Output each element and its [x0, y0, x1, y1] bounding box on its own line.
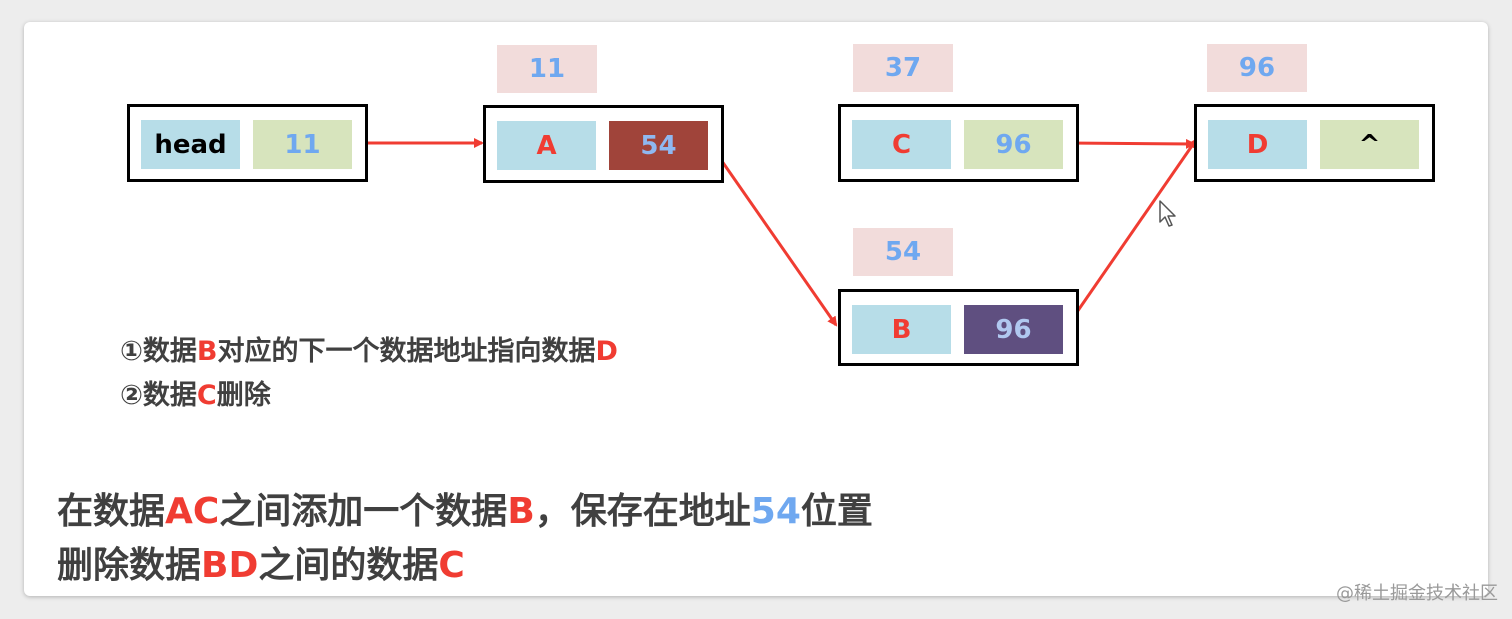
- summary-1-addr: 54: [750, 491, 801, 532]
- node-head: head 11: [127, 104, 368, 182]
- node-d: D ^: [1194, 104, 1435, 182]
- address-a: 11: [497, 45, 597, 93]
- step-2-prefix: ②数据: [120, 380, 197, 411]
- node-c-data: C: [852, 120, 951, 169]
- summary-2-bd: BD: [201, 545, 259, 586]
- step-2-note: ②数据C删除: [120, 373, 271, 412]
- node-a: A 54: [483, 105, 724, 183]
- address-b: 54: [853, 228, 953, 276]
- step-2-c: C: [196, 380, 217, 411]
- summary-2-c: C: [438, 545, 465, 586]
- step-1-d: D: [595, 336, 618, 367]
- node-d-data: D: [1208, 120, 1307, 169]
- summary-1-p1: 在数据: [57, 491, 166, 532]
- summary-1-p4: 位置: [800, 491, 873, 532]
- node-c-pointer: 96: [964, 120, 1063, 169]
- node-head-pointer: 11: [253, 120, 352, 169]
- address-d: 96: [1207, 44, 1307, 92]
- node-c: C 96: [838, 104, 1079, 182]
- node-b-pointer: 96: [964, 305, 1063, 354]
- node-b-data: B: [852, 305, 951, 354]
- summary-2-p1: 删除数据: [57, 545, 202, 586]
- address-c: 37: [853, 44, 953, 92]
- summary-line-1: 在数据AC之间添加一个数据B，保存在地址54位置: [57, 482, 873, 534]
- summary-line-2: 删除数据BD之间的数据C: [57, 536, 465, 588]
- node-head-data: head: [141, 120, 240, 169]
- summary-1-p2: 之间添加一个数据: [219, 491, 508, 532]
- step-1-prefix: ①数据: [120, 336, 197, 367]
- arrow-c-to-d: [1065, 138, 1196, 149]
- summary-1-b: B: [507, 491, 535, 532]
- step-1-note: ①数据B对应的下一个数据地址指向数据D: [120, 329, 618, 368]
- arrow-b-to-d: [1066, 138, 1198, 326]
- node-a-pointer: 54: [609, 121, 708, 170]
- step-1-b: B: [196, 336, 218, 367]
- summary-1-ac: AC: [165, 491, 220, 532]
- step-1-middle: 对应的下一个数据地址指向数据: [217, 336, 596, 367]
- step-2-suffix: 删除: [216, 380, 271, 411]
- node-b: B 96: [838, 289, 1079, 366]
- summary-2-p2: 之间的数据: [258, 545, 439, 586]
- watermark: @稀土掘金技术社区: [1336, 583, 1498, 604]
- node-d-pointer: ^: [1320, 120, 1419, 169]
- node-a-data: A: [497, 121, 596, 170]
- arrow-a-to-b: [708, 143, 838, 327]
- mouse-cursor-icon: [1159, 200, 1176, 227]
- summary-1-p3: ，保存在地址: [534, 491, 751, 532]
